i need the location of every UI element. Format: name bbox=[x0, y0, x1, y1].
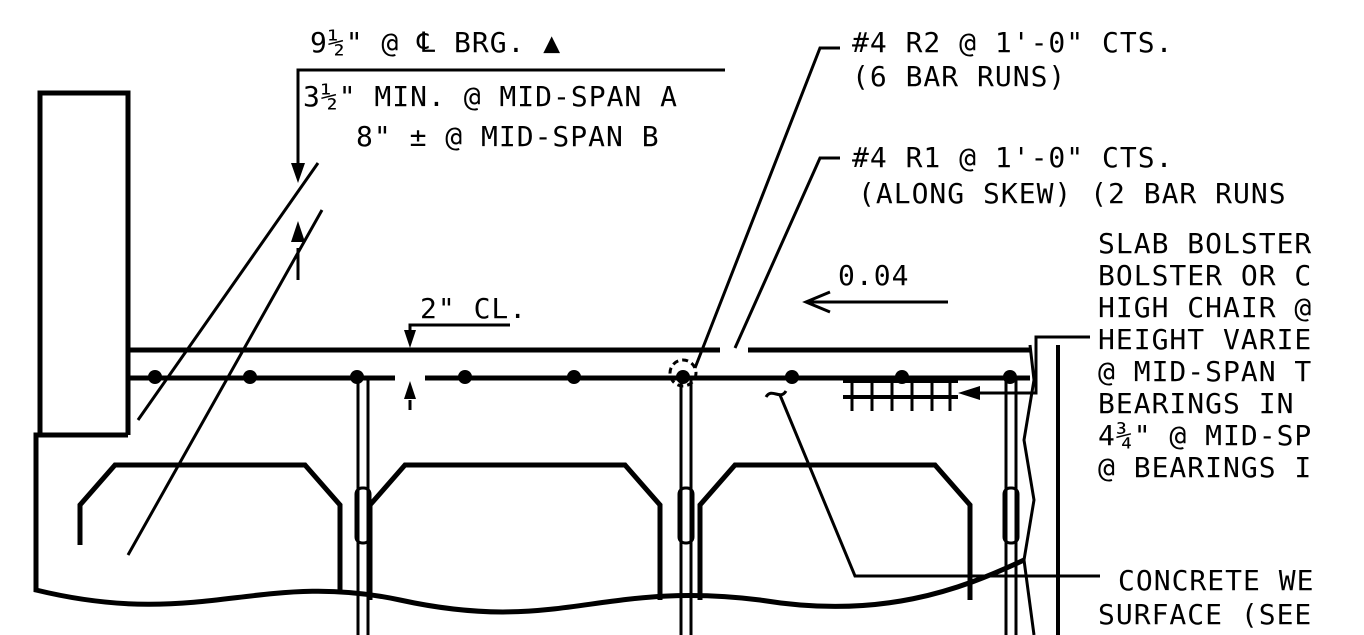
r1-note-line1: #4 R1 @ 1'-0" CTS. bbox=[852, 141, 1173, 174]
concrete-note-line2: SURFACE (SEE bbox=[1098, 598, 1312, 631]
rebar-dot bbox=[350, 370, 364, 384]
depth-leader bbox=[296, 68, 725, 170]
bolster-note-line8: @ BEARINGS I bbox=[1098, 451, 1312, 484]
bolster-note-line6: BEARINGS IN bbox=[1098, 387, 1294, 420]
bolster-arrow bbox=[958, 386, 980, 400]
r1-leader bbox=[733, 156, 840, 349]
rebar-dot bbox=[1003, 370, 1017, 384]
girder-void-1 bbox=[77, 462, 343, 590]
girder-void-2 bbox=[367, 462, 663, 600]
r2-leader bbox=[693, 46, 840, 369]
bolster-note-line3: HIGH CHAIR @ bbox=[1098, 291, 1312, 324]
slope-label: 0.04 bbox=[838, 259, 909, 292]
girder-outline bbox=[33, 432, 1026, 615]
clear-cover-label: 2" CL. bbox=[420, 292, 527, 325]
rebar-dot bbox=[243, 370, 257, 384]
rebar-dot bbox=[567, 370, 581, 384]
clear-cover-arrow-up bbox=[404, 381, 416, 399]
rebar-dots bbox=[148, 370, 1017, 384]
slab-depth-brg-note: 9½" @ ℄ BRG. ▲ bbox=[310, 26, 561, 59]
skew-line-1 bbox=[136, 162, 320, 421]
r2-note-line1: #4 R2 @ 1'-0" CTS. bbox=[852, 26, 1173, 59]
bolster-leader bbox=[975, 335, 1090, 395]
bolster-note-line1: SLAB BOLSTER bbox=[1098, 227, 1312, 260]
slab-depth-b-note: 8" ± @ MID-SPAN B bbox=[356, 120, 660, 153]
skew-line-2 bbox=[126, 209, 324, 556]
parapet bbox=[37, 90, 131, 435]
girder-void-3 bbox=[697, 462, 973, 600]
stem-1 bbox=[354, 380, 372, 635]
depth-arrow-down bbox=[291, 163, 305, 183]
slab-min-a-note: 3½" MIN. @ MID-SPAN A bbox=[303, 80, 678, 113]
clear-cover-leader bbox=[408, 323, 510, 340]
slab-bolster bbox=[843, 379, 958, 411]
bolster-note-line4: HEIGHT VARIE bbox=[1098, 323, 1312, 356]
r1-note-line2: (ALONG SKEW) (2 BAR RUNS bbox=[858, 177, 1287, 210]
concrete-note-line1: CONCRETE WE bbox=[1118, 564, 1314, 597]
bolster-note-line5: @ MID-SPAN T bbox=[1098, 355, 1312, 388]
stem-2 bbox=[677, 380, 695, 635]
rebar-dot bbox=[676, 370, 690, 384]
slope-arrow-head bbox=[802, 290, 831, 314]
r2-note-line2: (6 BAR RUNS) bbox=[852, 60, 1066, 93]
stem-3 bbox=[1002, 380, 1020, 635]
bolster-note-line7: 4¾" @ MID-SP bbox=[1098, 419, 1312, 452]
rebar-dot bbox=[785, 370, 799, 384]
rebar-dot bbox=[148, 370, 162, 384]
r2-bar-highlight bbox=[668, 358, 698, 388]
rebar-dot bbox=[458, 370, 472, 384]
clear-cover-arrow-down bbox=[404, 330, 416, 348]
bolster-note-line2: BOLSTER OR C bbox=[1098, 259, 1312, 292]
concrete-leader bbox=[778, 394, 1100, 578]
depth-arrow-up bbox=[291, 221, 305, 242]
slab-break-line bbox=[1022, 344, 1036, 635]
concrete-marker bbox=[764, 390, 788, 398]
